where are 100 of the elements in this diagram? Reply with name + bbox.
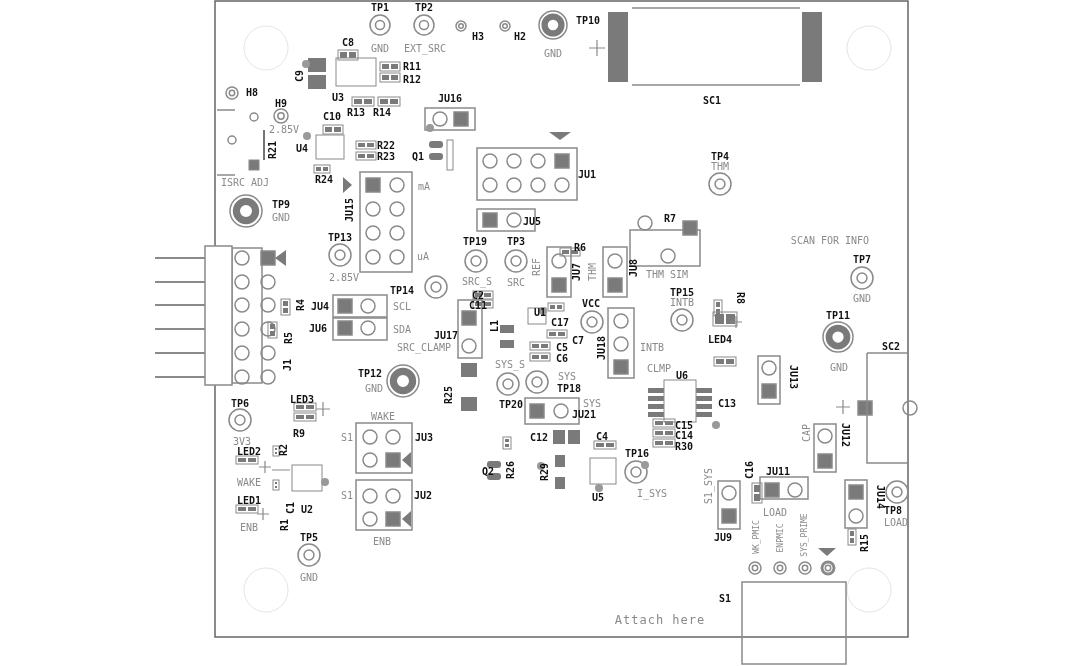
silkscreen-label: SCAN FOR INFO <box>790 234 870 246</box>
reference-designator: R5 <box>282 332 294 344</box>
reference-designator: R4 <box>294 299 306 311</box>
reference-designator: H2 <box>514 30 526 42</box>
reference-designator: R26 <box>504 460 516 480</box>
reference-designator: TP12 <box>357 367 383 379</box>
silkscreen-label: CAP <box>800 423 812 443</box>
reference-designator: TP7 <box>852 253 872 265</box>
reference-designator: TP19 <box>462 235 488 247</box>
silkscreen-label: REF <box>530 257 542 277</box>
silkscreen-label: S1_SYS <box>702 467 714 505</box>
reference-designator: TP6 <box>230 397 250 409</box>
reference-designator: TP5 <box>299 531 319 543</box>
reference-designator: R9 <box>293 427 305 439</box>
reference-designator: R13 <box>346 106 366 118</box>
silkscreen-label: THM <box>710 160 730 172</box>
reference-designator: JU11 <box>765 465 791 477</box>
reference-designator: JU16 <box>437 92 463 104</box>
reference-designator: TP4 <box>710 150 730 162</box>
reference-designator: J1 <box>281 359 293 371</box>
reference-designator: H9 <box>275 97 287 109</box>
reference-designator: TP16 <box>624 447 650 459</box>
silkscreen-label: INTB <box>639 341 665 353</box>
reference-designator: C17 <box>550 316 570 328</box>
silkscreen-label: EXT_SRC <box>403 42 447 54</box>
reference-designator: C15 <box>674 419 694 431</box>
silkscreen-label: WAKE <box>370 410 396 422</box>
reference-designator: JU13 <box>787 364 799 390</box>
reference-designator: TP20 <box>498 398 524 410</box>
silkscreen-label: SYS <box>557 370 577 382</box>
reference-designator: TP11 <box>825 309 851 321</box>
silkscreen-label: 2.85V <box>328 271 360 283</box>
silkscreen-label: SRC <box>506 276 526 288</box>
silkscreen-label: uA <box>417 250 429 262</box>
reference-designator: H8 <box>246 86 258 98</box>
reference-designator: C9 <box>293 70 305 82</box>
reference-designator: VCC <box>581 297 601 309</box>
reference-designator: H3 <box>472 30 484 42</box>
reference-designator: C16 <box>743 460 755 480</box>
reference-designator: R24 <box>314 173 334 185</box>
reference-designator: R29 <box>538 462 550 482</box>
reference-designator: TP1 <box>370 1 390 13</box>
silkscreen-label: I_SYS <box>636 487 668 499</box>
reference-designator: C8 <box>342 36 354 48</box>
reference-designator: JU2 <box>413 489 433 501</box>
reference-designator: LED4 <box>707 333 733 345</box>
reference-designator: C13 <box>717 397 737 409</box>
silkscreen-label: ENPMIC <box>774 523 786 553</box>
reference-designator: R30 <box>674 440 694 452</box>
silkscreen-label: SYS_S <box>494 358 526 370</box>
reference-designator: TP15 <box>669 286 695 298</box>
reference-designator: Q1 <box>412 150 424 162</box>
reference-designator: C5 <box>556 341 568 353</box>
silkscreen-label: SDA <box>392 323 412 335</box>
reference-designator: JU18 <box>595 335 607 361</box>
reference-designator: JU6 <box>308 322 328 334</box>
reference-designator: JU17 <box>433 329 459 341</box>
reference-designator: U1 <box>534 306 546 318</box>
silkscreen-label: GND <box>364 382 384 394</box>
reference-designator: JU9 <box>713 531 733 543</box>
reference-designator: TP8 <box>883 504 903 516</box>
silkscreen-label: ISRC ADJ <box>220 176 270 188</box>
reference-designator: C6 <box>556 352 568 364</box>
silkscreen-label: SYS_PRIME <box>798 513 810 557</box>
silkscreen-label: INTB <box>669 296 695 308</box>
reference-designator: LED3 <box>289 393 315 405</box>
reference-designator: R15 <box>858 533 870 553</box>
reference-designator: C11 <box>468 299 488 311</box>
reference-designator: U3 <box>332 91 344 103</box>
reference-designator: S1 <box>719 592 731 604</box>
silkscreen-label: mA <box>418 180 430 192</box>
reference-designator: TP3 <box>506 235 526 247</box>
silkscreen-label: LOAD <box>762 506 788 518</box>
reference-designator: JU4 <box>310 300 330 312</box>
reference-designator: C2 <box>472 289 484 301</box>
reference-designator: R14 <box>372 106 392 118</box>
silkscreen-label: CLMP <box>646 362 672 374</box>
silkscreen-label: ENB <box>239 521 259 533</box>
reference-designator: JU1 <box>577 168 597 180</box>
silkscreen-label: WK_PMIC <box>750 520 762 554</box>
reference-designator: R11 <box>402 60 422 72</box>
reference-designator: R7 <box>664 212 676 224</box>
silkscreen-label: GND <box>370 42 390 54</box>
silkscreen-label: S1 <box>341 431 353 443</box>
reference-designator: R1 <box>278 519 290 531</box>
reference-designator: TP10 <box>575 14 601 26</box>
reference-designator: JU21 <box>571 408 597 420</box>
reference-designator: U6 <box>676 369 688 381</box>
reference-designator: U4 <box>296 142 308 154</box>
reference-designator: R23 <box>376 150 396 162</box>
silkscreen-label: SCL <box>392 300 412 312</box>
reference-designator: R2 <box>277 444 289 456</box>
silkscreen-label: Attach here <box>614 614 706 626</box>
reference-designator: U2 <box>301 503 313 515</box>
reference-designator: TP9 <box>271 198 291 210</box>
silkscreen-label: S1 <box>341 489 353 501</box>
silkscreen-label: THM <box>586 262 598 282</box>
reference-designator: R6 <box>574 241 586 253</box>
silkscreen-label: GND <box>271 211 291 223</box>
reference-designator: LED2 <box>236 445 262 457</box>
